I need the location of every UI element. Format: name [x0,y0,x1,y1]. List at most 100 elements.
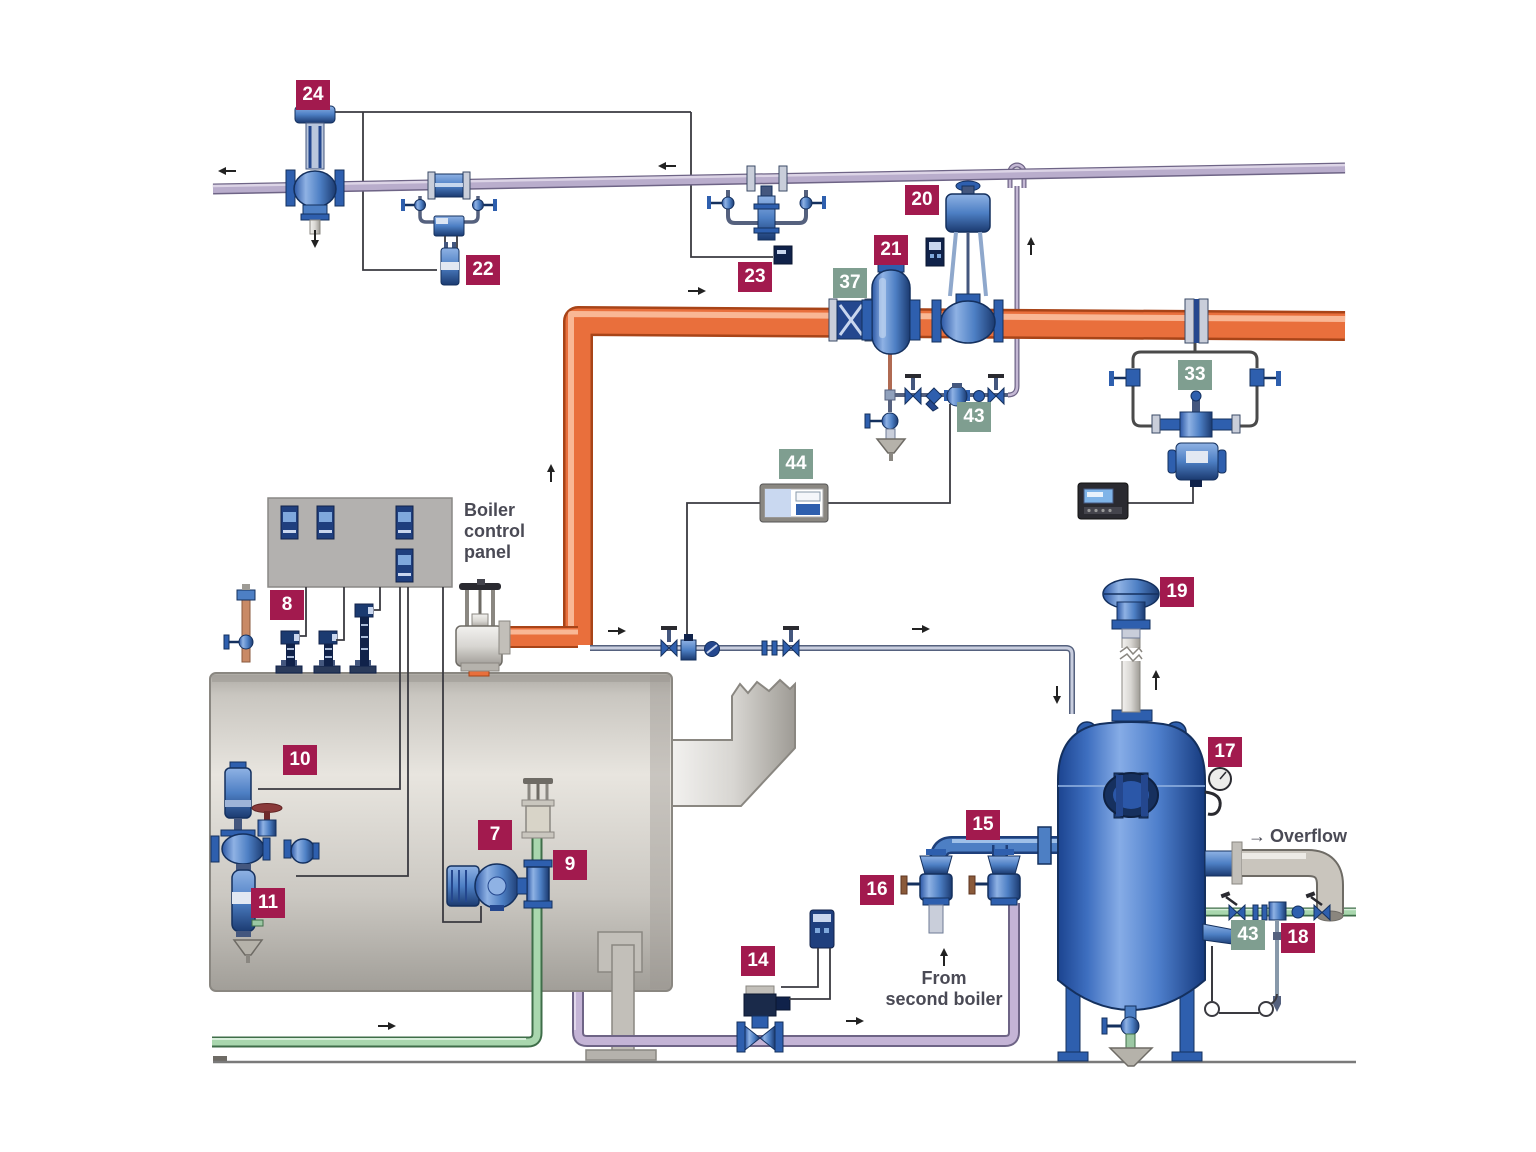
flow-arrow-up [940,948,948,966]
label-badge-22: 22 [466,255,500,285]
label-badge-44: 44 [779,449,813,479]
ground-line [213,1056,1356,1064]
label-badge-14: 14 [741,946,775,976]
panel-label-line: control [464,521,525,541]
vent-head-19 [1102,578,1160,639]
drain-valve-funnel [864,412,907,461]
flow-arrow-up [1027,237,1035,255]
vessel-drain-valve [1101,1005,1154,1067]
level-probes [275,603,377,674]
label-badge-11: 11 [251,888,285,918]
isolation-valve [904,374,922,406]
pipe-union [761,640,778,656]
level-probe [349,603,377,674]
tds-blowdown-valve-14 [736,985,791,1053]
overflow-label: → Overflow [1248,826,1347,847]
label-badge-37: 37 [833,268,867,298]
trap-monitor-display-44 [759,483,829,523]
disc-check-valve [704,641,720,657]
label-badge-33: 33 [1178,360,1212,390]
bottom-blowdown-pipe [572,903,1020,1047]
cooling-loop [1204,946,1278,1017]
pressure-control-valve-24 [285,105,345,235]
feed-check-valve-9 [523,859,553,909]
boiler-control-panel [267,497,453,588]
isolation-valve [1220,891,1246,922]
feed-line-valves [660,626,800,661]
level-probe [275,630,303,674]
label-badge-15: 15 [966,810,1000,840]
crown-valve [455,579,511,672]
isolation-valve [1305,891,1331,922]
gauge-sample-stub [223,584,256,663]
boiler-flue-duct [671,678,796,807]
flow-arrow-right [688,287,706,295]
panel-controller-module [395,548,414,583]
steam-control-valve-20 [925,180,1004,344]
blowdown-valve-group-10 [210,761,320,865]
flow-arrow-right [912,625,930,633]
label-badge-18: 18 [1281,923,1315,953]
label-badge-24: 24 [296,80,330,110]
dp-transmitter [1167,442,1227,487]
boiler-support-pedestal [585,931,657,1061]
flow-arrow-down [311,230,319,248]
from-second-boiler-line: second boiler [885,989,1003,1009]
strainer [925,387,943,412]
steam-main-pipe [468,306,1346,677]
feedwater-pipe-green [212,834,543,1048]
boiler-control-panel-label: Boiler control panel [464,500,525,563]
label-badge-16: 16 [860,875,894,905]
label-badge-20: 20 [905,185,939,215]
globe-valve [782,626,800,658]
flow-arrow-up [1152,670,1160,690]
panel-label-line: panel [464,542,512,562]
boiler-blowdown-valve-16-left [900,849,953,934]
actuated-valve [680,634,697,661]
boiler-blowdown-valve-16-right [968,849,1021,906]
cooling-loop-station [1202,891,1331,1017]
vent-pipe [1111,635,1153,722]
flow-display-unit [1077,482,1129,520]
panel-controller-module [395,505,414,540]
panel-controller-module [316,505,335,540]
flow-arrows [218,162,1160,1030]
label-badge-43-top: 43 [957,402,991,432]
label-badge-10: 10 [283,745,317,775]
pressure-gauge-17 [1204,767,1232,816]
trap-discharge-riser [1007,162,1027,398]
label-badge-8: 8 [270,590,304,620]
flow-arrow-down [1053,686,1061,704]
flow-transmitter-station-33 [1077,368,1281,520]
orifice-plate-flowmeter [1184,298,1209,344]
panel-controller-module [280,505,299,540]
manway [1103,772,1159,819]
flow-arrow-right [846,1017,864,1025]
signal-lines-lower [258,587,831,1000]
overflow-arrow-icon: → [1248,826,1266,846]
feedwater-pump-7 [446,863,528,911]
flow-venturi-22 [401,171,497,286]
from-second-boiler-label: From second boiler [856,968,1032,1010]
panel-label-line: Boiler [464,500,516,520]
flow-arrow-right [378,1022,396,1030]
label-badge-7: 7 [478,820,512,850]
temperature-sensor-18 [1268,901,1287,1012]
flow-arrow-left [218,167,236,175]
flow-arrow-up [547,464,555,482]
flow-sensor-22 [440,242,460,286]
label-badge-21: 21 [874,235,908,265]
flow-arrow-left [658,162,676,170]
label-badge-43-bottom: 43 [1231,920,1265,950]
label-badge-19: 19 [1160,577,1194,607]
check-valve [973,390,985,402]
feedwater-stop-valve [521,778,555,839]
feed-line-thin [590,645,1075,714]
sample-cooler-11 [231,864,264,963]
globe-valve [660,626,678,658]
tds-controller [809,909,835,949]
label-badge-9: 9 [553,850,587,880]
blowdown-vessel [1057,578,1344,1067]
overflow-pipe [1204,841,1344,922]
